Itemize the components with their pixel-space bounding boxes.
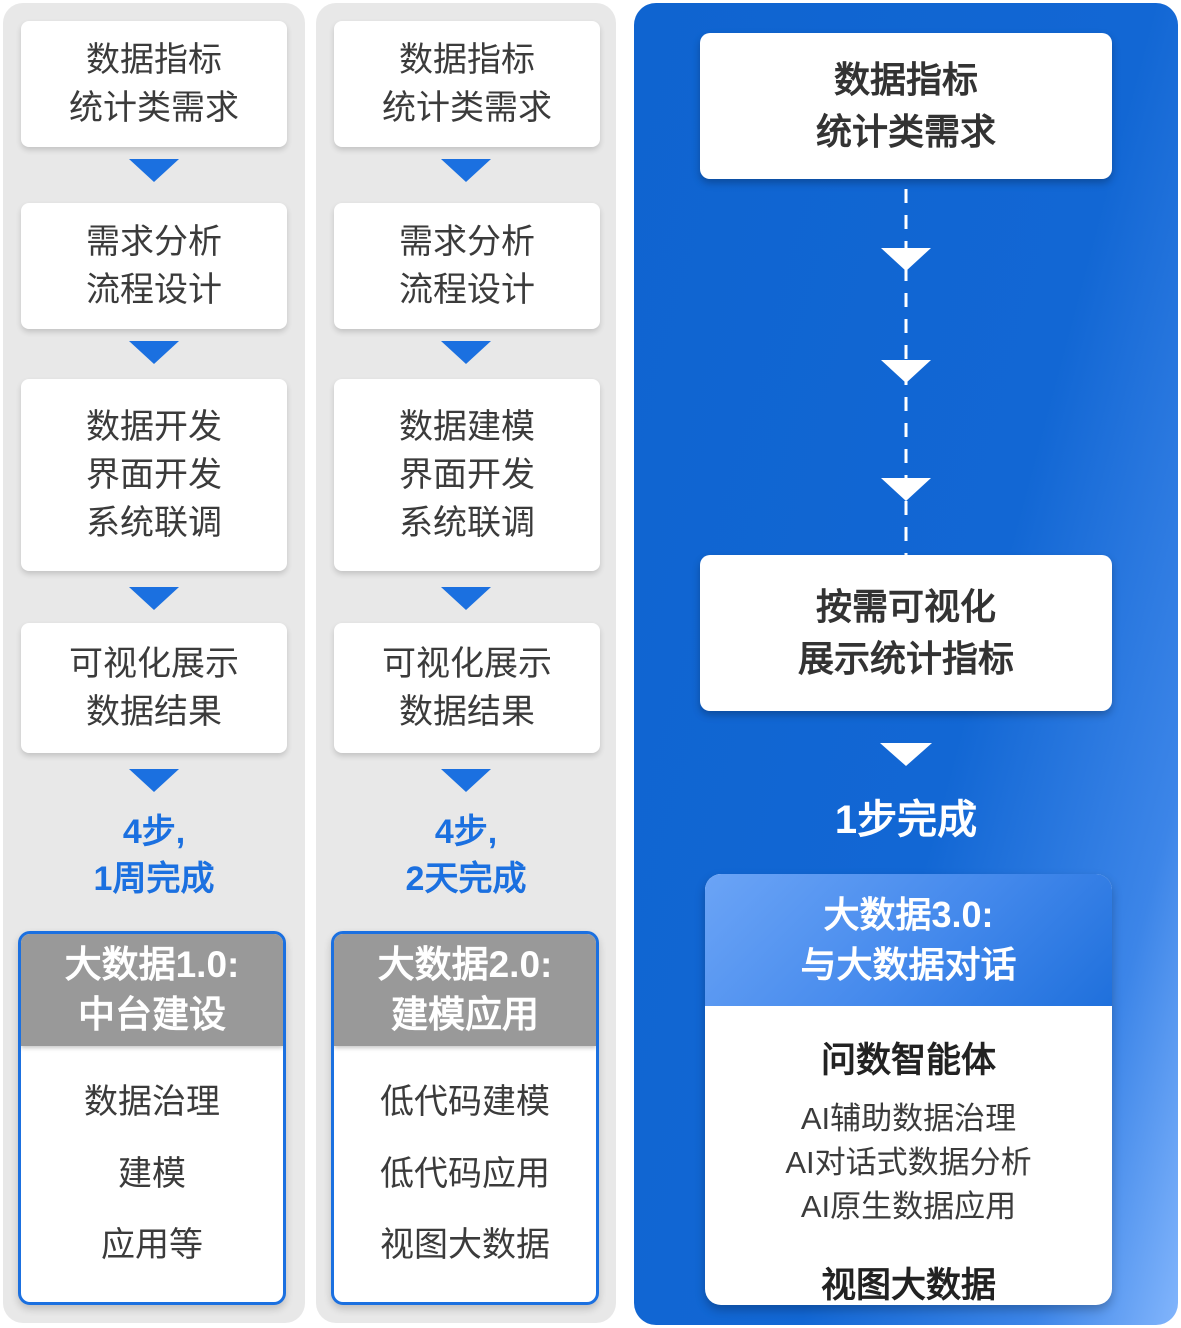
column-bigdata-2: 数据指标 统计类需求 需求分析 流程设计 数据建模 界面开发 系统联调 可视化展… <box>316 3 616 1323</box>
flow-step-box: 数据指标 统计类需求 <box>21 21 287 147</box>
result-box-bigdata-1: 大数据1.0: 中台建设 数据治理 建模 应用等 <box>18 931 286 1305</box>
result-items: AI辅助数据治理 AI对话式数据分析 AI原生数据应用 <box>785 1097 1031 1229</box>
step-count-summary: 4步, 1周完成 <box>93 813 215 898</box>
arrow-down-icon <box>441 159 491 182</box>
flow-step-box: 数据建模 界面开发 系统联调 <box>334 379 600 571</box>
step-count-summary: 1步完成 <box>834 798 978 842</box>
result-box-bigdata-3: 大数据3.0: 与大数据对话 问数智能体 AI辅助数据治理 AI对话式数据分析 … <box>705 874 1112 1305</box>
result-footer: 视图大数据 <box>820 1266 996 1305</box>
arrow-down-icon <box>441 769 491 792</box>
flow-step-box: 可视化展示 数据结果 <box>21 623 287 753</box>
result-subtitle: 问数智能体 <box>820 1041 996 1080</box>
arrow-down-icon <box>441 587 491 610</box>
arrow-down-icon <box>129 587 179 610</box>
flow-step-box: 需求分析 流程设计 <box>334 203 600 329</box>
result-item: 视图大数据 <box>380 1225 550 1264</box>
arrow-down-icon <box>881 478 931 501</box>
result-box-bigdata-2: 大数据2.0: 建模应用 低代码建模 低代码应用 视图大数据 <box>331 931 599 1305</box>
flow-step-box: 数据开发 界面开发 系统联调 <box>21 379 287 571</box>
step-count-summary: 4步, 2天完成 <box>405 813 527 898</box>
result-body: 问数智能体 AI辅助数据治理 AI对话式数据分析 AI原生数据应用 视图大数据 <box>705 1006 1112 1305</box>
flow-step-box: 数据指标 统计类需求 <box>700 33 1112 179</box>
result-item: 应用等 <box>101 1225 203 1264</box>
arrow-down-icon <box>129 159 179 182</box>
flow-step-box: 按需可视化 展示统计指标 <box>700 555 1112 711</box>
column-bigdata-3: 数据指标 统计类需求 按需可视化 展示统计指标 1步完成 大数据3.0: 与大数… <box>634 3 1178 1325</box>
result-body: 低代码建模 低代码应用 视图大数据 <box>334 1046 596 1302</box>
column-bigdata-1: 数据指标 统计类需求 需求分析 流程设计 数据开发 界面开发 系统联调 可视化展… <box>3 3 305 1323</box>
arrow-down-icon <box>881 360 931 383</box>
result-item: 低代码建模 <box>380 1083 550 1122</box>
result-title: 大数据1.0: 中台建设 <box>21 934 283 1046</box>
arrow-down-icon <box>441 341 491 364</box>
result-title: 大数据3.0: 与大数据对话 <box>705 874 1112 1006</box>
arrow-down-icon <box>880 743 932 766</box>
result-item: AI原生数据应用 <box>800 1189 1017 1224</box>
result-body: 数据治理 建模 应用等 <box>21 1046 283 1302</box>
result-item: AI辅助数据治理 <box>800 1101 1017 1136</box>
arrow-down-icon <box>129 341 179 364</box>
result-item: 数据治理 <box>84 1083 220 1122</box>
result-item: 建模 <box>118 1154 186 1193</box>
result-title: 大数据2.0: 建模应用 <box>334 934 596 1046</box>
arrow-down-icon <box>129 769 179 792</box>
flow-step-box: 数据指标 统计类需求 <box>334 21 600 147</box>
arrow-down-icon <box>881 248 931 271</box>
flow-step-box: 可视化展示 数据结果 <box>334 623 600 753</box>
flow-step-box: 需求分析 流程设计 <box>21 203 287 329</box>
result-item: 低代码应用 <box>380 1154 550 1193</box>
result-item: AI对话式数据分析 <box>785 1145 1032 1180</box>
